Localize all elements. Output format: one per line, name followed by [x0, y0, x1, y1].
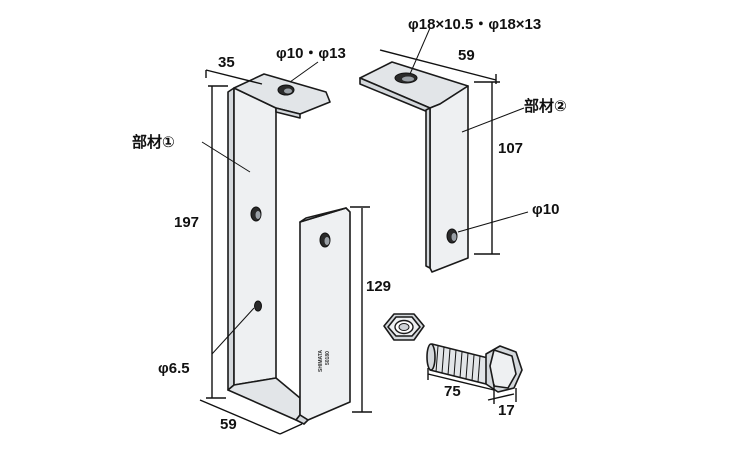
- stamp-line1: SHIMATA: [318, 350, 324, 372]
- bolt-dimensions: [427, 368, 517, 404]
- hole-front: [319, 232, 331, 248]
- part2-hole: φ10: [532, 201, 559, 218]
- part1-bracket: SHIMATA 50180: [227, 73, 351, 425]
- part2-slot: φ18×10.5・φ18×13: [408, 16, 541, 33]
- bolt: [426, 343, 523, 393]
- part1-hole-small: φ6.5: [158, 360, 190, 377]
- stamp-line2: 50180: [325, 351, 331, 365]
- part1-dimensions: [199, 61, 372, 435]
- part2-name: 部材②: [524, 97, 567, 115]
- part1-name: 部材①: [132, 133, 175, 151]
- part1-hole-top: φ10・φ13: [276, 45, 346, 62]
- part1-height: 197: [174, 214, 199, 231]
- part2-bracket: [359, 61, 469, 273]
- part1-inner-height: 129: [366, 278, 391, 295]
- part1-width-bottom: 59: [220, 416, 237, 433]
- part2-width-top: 59: [458, 47, 475, 64]
- part1-width-top: 35: [218, 54, 235, 71]
- bolt-head: 17: [498, 402, 515, 419]
- nut: [383, 313, 425, 341]
- hole-top-tab: [277, 84, 295, 96]
- hole-vertical: [446, 228, 458, 244]
- bolt-length: 75: [444, 383, 461, 400]
- part2-height: 107: [498, 140, 523, 157]
- hole-small: [254, 300, 262, 312]
- part2-dimensions: [379, 27, 529, 255]
- slot-hole: [394, 72, 418, 84]
- hole-mid: [250, 206, 262, 222]
